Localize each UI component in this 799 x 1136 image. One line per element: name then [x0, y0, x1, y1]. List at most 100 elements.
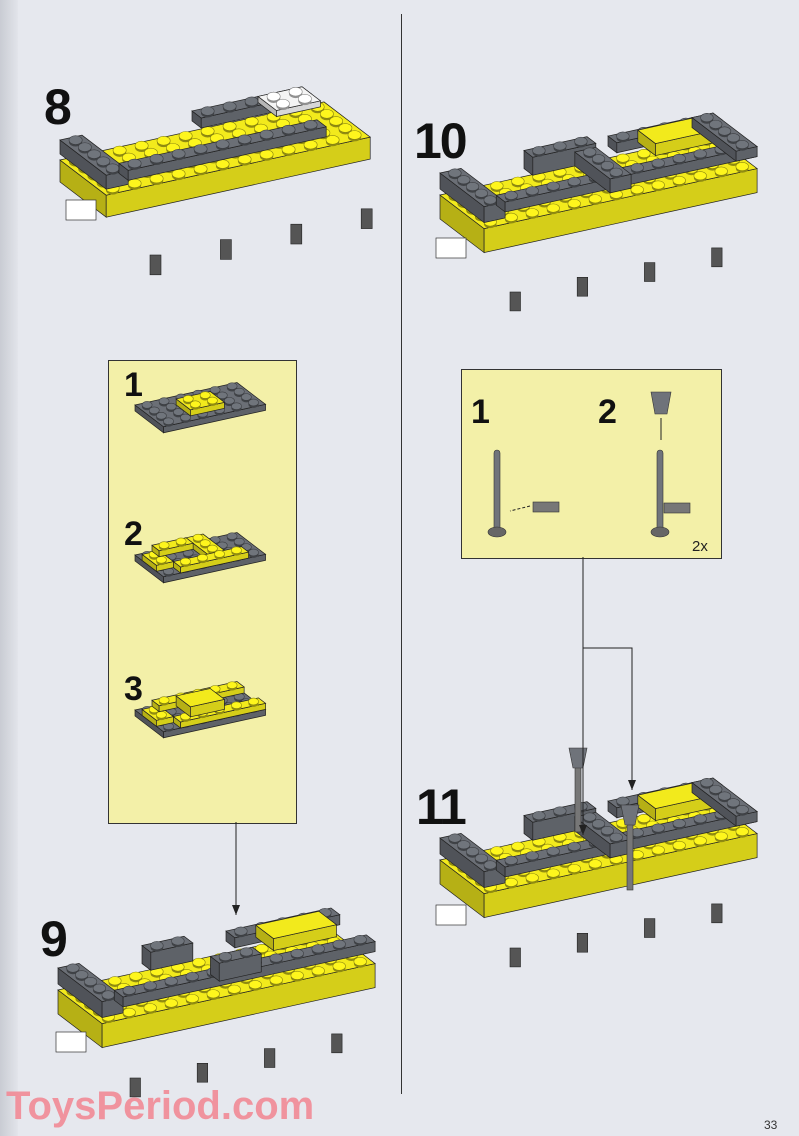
- stud: [465, 181, 480, 191]
- stud: [215, 139, 230, 149]
- stud: [511, 841, 525, 851]
- wheel-bogie: [264, 1048, 276, 1068]
- stud: [651, 845, 665, 855]
- stud: [156, 136, 171, 146]
- stud: [726, 133, 740, 143]
- wheel-bogie: [509, 291, 521, 312]
- arrow-to-step-9-head: [232, 905, 240, 915]
- wheel-bogie: [129, 1077, 141, 1098]
- stud: [483, 860, 497, 870]
- headlight: [65, 199, 97, 221]
- sub-step-1-left: 1: [124, 366, 143, 404]
- wheel-bogie: [331, 1033, 343, 1054]
- stud: [609, 167, 623, 177]
- stud: [717, 791, 732, 801]
- wheel-bogie: [290, 223, 303, 245]
- stud: [672, 153, 686, 163]
- stud: [583, 812, 597, 822]
- wheel-bogie: [711, 247, 723, 268]
- stud: [735, 139, 749, 149]
- stud: [672, 840, 686, 850]
- stud: [143, 981, 157, 991]
- stud: [226, 382, 238, 390]
- stud: [206, 544, 218, 553]
- stud: [255, 943, 269, 953]
- stud: [171, 149, 186, 159]
- wheel-bogie: [576, 932, 589, 953]
- stud: [92, 983, 106, 993]
- stud: [143, 1003, 157, 1013]
- stud: [700, 778, 714, 788]
- stud: [525, 873, 539, 883]
- stud: [504, 212, 518, 222]
- stud: [574, 136, 588, 146]
- brick-top-face: [175, 391, 226, 411]
- stud: [311, 944, 325, 954]
- stud: [714, 831, 728, 841]
- sub-step-2-left: 2: [124, 515, 143, 553]
- stud: [248, 697, 259, 706]
- stud: [226, 532, 238, 540]
- sub-step-3-left: 3: [124, 670, 143, 708]
- stud: [483, 195, 497, 205]
- step-number-9: 9: [40, 911, 68, 967]
- clip-plate: [663, 502, 691, 514]
- stud: [290, 948, 304, 958]
- brick-top-face: [255, 910, 338, 939]
- stud: [353, 956, 367, 966]
- stud: [735, 161, 749, 171]
- arrow-to-step-11-right: [583, 647, 633, 790]
- stud: [546, 868, 560, 878]
- stud: [244, 96, 259, 107]
- stud: [609, 832, 623, 842]
- model-step-11: [439, 777, 758, 919]
- stud: [511, 176, 525, 186]
- stud: [651, 158, 665, 168]
- stud: [637, 813, 651, 823]
- antenna-base: [650, 526, 670, 538]
- stud: [553, 141, 567, 151]
- stud: [164, 998, 178, 1008]
- stud: [553, 806, 567, 816]
- stud: [490, 181, 504, 191]
- stud: [448, 833, 462, 843]
- stud: [234, 926, 248, 936]
- stud: [185, 993, 199, 1003]
- antenna-cone: [568, 747, 588, 769]
- stud: [163, 417, 174, 425]
- stud: [165, 402, 177, 411]
- stud: [206, 989, 220, 999]
- antenna-cone: [620, 804, 640, 826]
- stud: [87, 149, 101, 159]
- stud: [127, 178, 142, 189]
- wheel-bogie: [711, 903, 723, 924]
- stud: [325, 135, 340, 145]
- stud: [567, 176, 581, 186]
- stud: [709, 784, 723, 794]
- stud: [129, 971, 143, 981]
- sub-step-3-left-plate: [134, 681, 267, 739]
- column-divider: [401, 14, 402, 1094]
- stud: [108, 976, 122, 986]
- stud: [223, 397, 235, 405]
- sub-step-1-left-plate: [134, 382, 267, 434]
- stud: [637, 148, 651, 158]
- stud: [525, 208, 539, 218]
- stud: [222, 101, 237, 111]
- watermark: ToysPeriod.com: [6, 1084, 315, 1128]
- stud: [303, 140, 318, 150]
- antenna-rod: [493, 449, 501, 533]
- stud: [155, 556, 167, 564]
- stud: [616, 131, 630, 141]
- stud: [248, 398, 259, 407]
- stud: [244, 116, 259, 127]
- arrow-to-step-11-right-head: [628, 780, 636, 790]
- antenna-rod: [574, 762, 582, 833]
- stud: [259, 129, 274, 140]
- stud: [332, 961, 346, 971]
- stud: [149, 153, 164, 164]
- stud: [474, 188, 488, 198]
- stud: [465, 846, 480, 856]
- stud: [630, 185, 644, 195]
